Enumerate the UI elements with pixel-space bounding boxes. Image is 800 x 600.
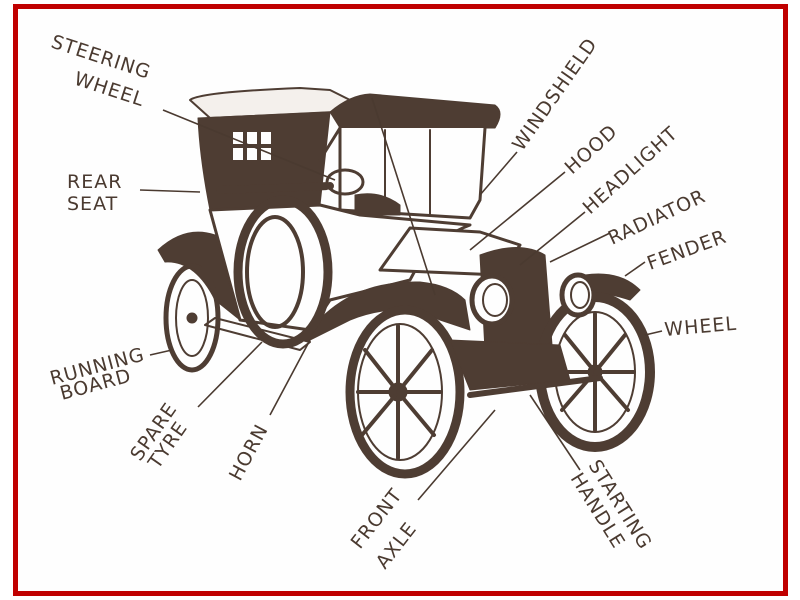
leader-windshield-diag bbox=[371, 97, 436, 296]
axle-shape bbox=[467, 375, 603, 398]
seat-rolls bbox=[216, 182, 334, 194]
front-seat bbox=[354, 193, 401, 216]
label-horn: HORN bbox=[225, 420, 273, 484]
leader-fender bbox=[624, 261, 646, 277]
front-canopy bbox=[329, 93, 501, 129]
car-illustration bbox=[157, 87, 655, 479]
leader-headlight bbox=[519, 211, 586, 266]
chassis-under bbox=[449, 339, 571, 391]
rear-wheel bbox=[163, 263, 221, 373]
leader-front-axle bbox=[417, 409, 496, 501]
label-wheel: WHEEL bbox=[664, 313, 738, 341]
rear-body-dark bbox=[197, 111, 331, 211]
leader-running-board bbox=[149, 349, 173, 356]
leader-wheel bbox=[644, 330, 663, 336]
leader-spare-tyre bbox=[197, 341, 263, 408]
label-hood: HOOD bbox=[561, 120, 622, 178]
leader-horn bbox=[269, 339, 311, 416]
rear-fender bbox=[157, 231, 241, 321]
leader-rear-seat bbox=[139, 189, 201, 193]
rear-window bbox=[233, 132, 271, 160]
spare-tyre-shape bbox=[233, 195, 333, 349]
leader-hood bbox=[469, 171, 566, 251]
leader-starting-handle bbox=[529, 394, 581, 471]
leader-radiator bbox=[549, 232, 611, 263]
label-fender: FENDER bbox=[644, 226, 730, 275]
leader-steering-wheel bbox=[162, 109, 336, 181]
leader-windshield bbox=[479, 151, 518, 196]
headlight-right bbox=[559, 272, 597, 318]
leader-lines bbox=[139, 97, 663, 501]
steering-wheel-shape bbox=[325, 168, 365, 196]
headlight-left bbox=[469, 273, 515, 327]
label-rear-seat-line1: REAR bbox=[67, 171, 122, 193]
label-rear-seat-line2: SEAT bbox=[67, 193, 118, 215]
front-left-wheel bbox=[345, 305, 465, 479]
